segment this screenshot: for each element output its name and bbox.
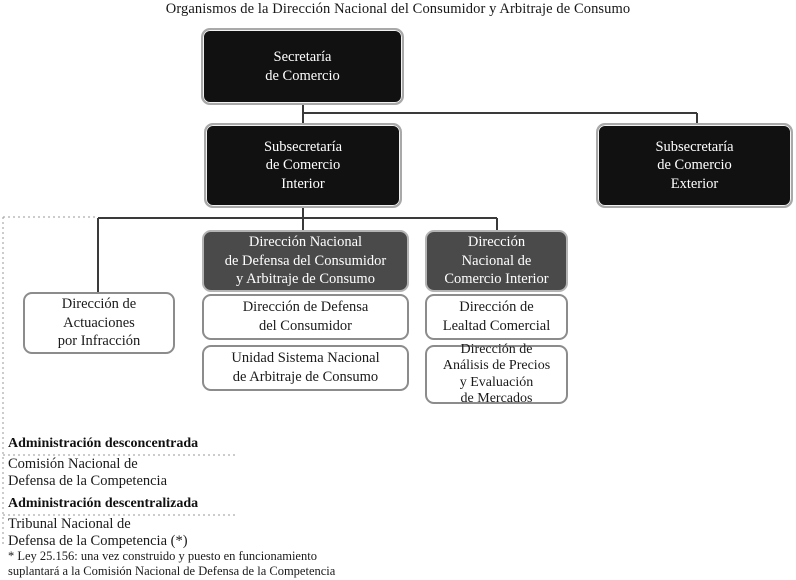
node-direccion-lealtad-comercial[interactable]: Dirección de Lealtad Comercial [425, 294, 568, 340]
node-direccion-nacional-comercio-interior[interactable]: Dirección Nacional de Comercio Interior [425, 230, 568, 292]
legend-heading-descentralizada: Administración descentralizada [8, 496, 199, 511]
node-secretaria-de-comercio[interactable]: Secretaría de Comercio [201, 28, 404, 105]
node-label: Subsecretaría de Comercio Exterior [655, 138, 734, 192]
legend-footnote: * Ley 25.156: una vez construido y puest… [8, 549, 336, 578]
legend-body-descentralizada: Tribunal Nacional de Defensa de la Compe… [8, 516, 188, 549]
legend-footnote-wrapper: * Ley 25.156: una vez construido y puest… [8, 549, 335, 579]
page-title: Organismos de la Dirección Nacional del … [165, 1, 631, 17]
node-direccion-analisis-precios[interactable]: Dirección de Análisis de Precios y Evalu… [425, 342, 568, 406]
node-direccion-defensa-consumidor[interactable]: Dirección de Defensa del Consumidor [202, 294, 409, 340]
node-label: Dirección de Actuaciones por Infracción [57, 296, 141, 350]
node-label: Dirección de Lealtad Comercial [442, 299, 551, 334]
legend-administracion-desconcentrada: Administración desconcentrada Comisión N… [8, 436, 198, 490]
node-direccion-actuaciones-infraccion[interactable]: Dirección de Actuaciones por Infracción [23, 292, 175, 354]
node-label: Dirección de Análisis de Precios y Evalu… [442, 342, 551, 406]
node-label: Dirección Nacional de Defensa del Consum… [224, 234, 387, 288]
node-label: Dirección de Defensa del Consumidor [242, 299, 369, 334]
node-label: Unidad Sistema Nacional de Arbitraje de … [231, 350, 380, 385]
node-label: Dirección Nacional de Comercio Interior [444, 234, 549, 288]
node-subsecretaria-comercio-interior[interactable]: Subsecretaría de Comercio Interior [204, 123, 402, 208]
node-subsecretaria-comercio-exterior[interactable]: Subsecretaría de Comercio Exterior [596, 123, 793, 208]
node-direccion-nacional-defensa-consumidor[interactable]: Dirección Nacional de Defensa del Consum… [202, 230, 409, 292]
node-label: Subsecretaría de Comercio Interior [263, 138, 343, 192]
node-label: Secretaría de Comercio [265, 48, 340, 84]
legend-heading-desconcentrada: Administración desconcentrada [8, 436, 199, 451]
legend-administracion-descentralizada: Administración descentralizada Tribunal … [8, 496, 198, 550]
node-unidad-sistema-nacional-arbitraje[interactable]: Unidad Sistema Nacional de Arbitraje de … [202, 345, 409, 391]
legend-body-desconcentrada: Comisión Nacional de Defensa de la Compe… [8, 456, 168, 489]
